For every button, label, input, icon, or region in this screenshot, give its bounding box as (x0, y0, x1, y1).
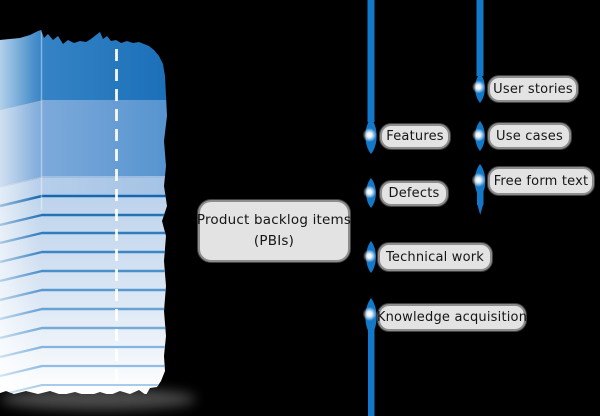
stack-band-top (0, 30, 167, 110)
stack-band-light (0, 176, 167, 206)
pbi-branch-rail-bottom (368, 317, 375, 416)
technical-work-marker-glow (363, 249, 376, 263)
sub-branch-rail-tip (477, 203, 484, 215)
sub-branch-rail-top (476, 0, 484, 76)
node-user-stories: User stories (488, 76, 578, 102)
node-product-backlog-items-label-line1: Product backlog items (196, 212, 352, 229)
node-defects-label: Defects (388, 186, 440, 201)
node-user-stories-label: User stories (493, 81, 573, 97)
node-knowledge-acquisition: Knowledge acquisition (376, 304, 528, 331)
node-use-cases-label: Use cases (496, 128, 563, 144)
free-form-marker-glow (471, 173, 486, 187)
node-features: Features (380, 124, 450, 149)
node-features-label: Features (386, 129, 444, 144)
node-free-form-text: Free form text (488, 167, 594, 195)
user-stories-marker-glow (472, 80, 485, 94)
stack-band-mid (0, 100, 167, 186)
node-knowledge-acquisition-label: Knowledge acquisition (376, 310, 528, 325)
pbi-branch-rail-top (367, 0, 375, 122)
stack-side-face-highlight (0, 30, 42, 396)
node-product-backlog-items: Product backlog items (PBIs) (196, 200, 352, 262)
features-marker-glow (362, 128, 377, 142)
sub-branch-rail-bottom (477, 181, 484, 205)
node-use-cases: Use cases (488, 123, 571, 149)
stack-slices (0, 196, 167, 396)
node-product-backlog-items-label-line2: (PBIs) (253, 233, 295, 249)
node-defects: Defects (380, 181, 448, 206)
stack-shadow (0, 388, 196, 410)
knowledge-marker-glow (362, 307, 377, 321)
node-technical-work-label: Technical work (385, 249, 485, 265)
node-free-form-text-label: Free form text (493, 173, 589, 189)
product-backlog-stack (0, 30, 196, 410)
use-cases-marker-glow (472, 128, 485, 142)
node-technical-work: Technical work (378, 243, 492, 271)
defects-marker-glow (363, 185, 376, 199)
